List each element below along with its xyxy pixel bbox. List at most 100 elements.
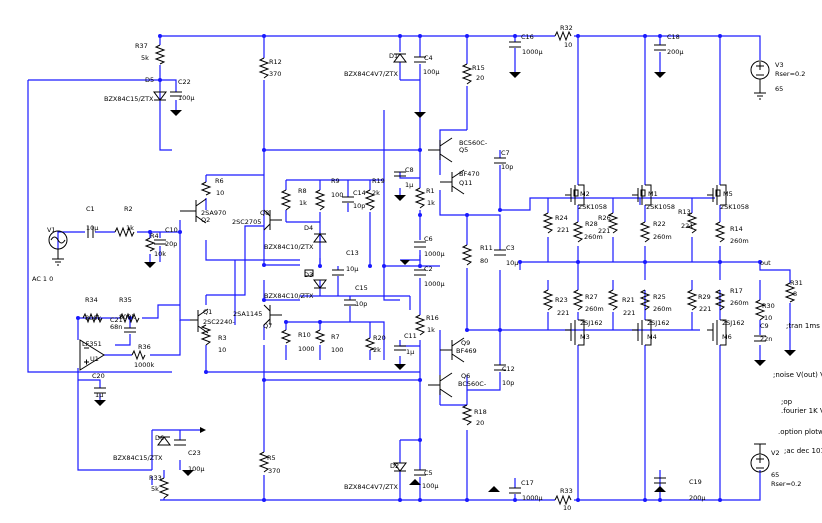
label-lf: LF351: [82, 340, 102, 348]
transistor-q6: [428, 372, 453, 398]
label-m5: M5: [723, 190, 733, 198]
capacitor-c16: [509, 41, 521, 48]
label-r32b: R33: [560, 487, 573, 495]
label-c6v: 1000µ: [424, 250, 445, 258]
label-q7: Q7: [263, 322, 272, 330]
label-c17v: 1000µ: [522, 494, 543, 502]
capacitor-c18: [654, 44, 666, 51]
label-r12: R12: [269, 58, 282, 66]
label-q11: Q11: [459, 179, 472, 187]
resistor-r25: [639, 289, 651, 311]
diode-d2: [393, 462, 407, 472]
label-r13: R13: [678, 208, 691, 216]
label-noise: ;noise V(out) V: [773, 371, 822, 379]
mosfet-m6: [707, 319, 727, 346]
label-c21: C21: [110, 316, 123, 324]
label-v3: V3: [775, 61, 784, 69]
label-r7: R7: [331, 333, 340, 341]
label-r37: R37: [135, 42, 148, 50]
capacitor-c21: [124, 327, 136, 333]
resistor-r6: [200, 181, 212, 196]
label-r16: R16: [426, 314, 439, 322]
mosfet-m3: [565, 319, 585, 346]
resistor-r35: [119, 312, 140, 324]
label-opt: .option plotwi: [778, 428, 822, 436]
resistor-r20: [364, 337, 376, 351]
resistor-r1: [414, 187, 426, 209]
label-c11v: 1µ: [406, 348, 414, 356]
label-m1: M1: [648, 190, 658, 198]
label-out: out: [760, 259, 771, 267]
label-c1v: 10µ: [86, 224, 98, 232]
capacitor-c23: [174, 439, 186, 446]
label-r17v: 260m: [730, 299, 749, 307]
label-c17: C17: [521, 479, 534, 487]
resistor-r36: [131, 349, 146, 361]
label-d1p: BZX84C4V7/ZTX: [344, 70, 399, 78]
label-c3: C3: [506, 244, 515, 252]
transistor-q8: [263, 209, 282, 231]
label-c10v: 20p: [165, 240, 177, 248]
label-r11v: 80: [480, 257, 488, 265]
opamp-u1: [79, 339, 105, 371]
label-q7p: 2SA1145: [233, 310, 262, 318]
resistor-r24: [542, 212, 554, 234]
resistor-r11: [461, 244, 473, 266]
source-v1: [48, 230, 68, 266]
label-r20v: 2k: [373, 346, 381, 354]
label-c12v: 10p: [502, 379, 514, 387]
label-r15: R15: [472, 64, 485, 72]
mosfet-m1: [632, 184, 652, 206]
diode-d5: [153, 91, 167, 101]
wire-network: [27, 35, 791, 501]
label-r33: R33: [149, 474, 162, 482]
label-r20: R20: [373, 334, 386, 342]
label-v2v: 65: [771, 471, 779, 479]
label-m1p: 2SK1058: [646, 203, 675, 211]
label-q9: Q9: [461, 339, 470, 347]
resistor-r30: [754, 299, 766, 321]
capacitors: [87, 41, 766, 494]
label-r22v: 260m: [653, 233, 672, 241]
resistor-r5: [258, 451, 270, 473]
diode-d3: [313, 279, 327, 289]
resistor-r27: [572, 289, 584, 311]
label-r28: R28: [585, 220, 598, 228]
label-q5: Q5: [459, 146, 468, 154]
label-r18: R18: [474, 408, 487, 416]
resistor-r7: [314, 329, 326, 344]
label-r27v: 260m: [585, 305, 604, 313]
label-d5: D5: [145, 76, 154, 84]
label-c20: C20: [92, 372, 105, 380]
label-c23v: 100µ: [188, 465, 205, 473]
label-d3: D3: [304, 271, 313, 279]
label-r21: R21: [622, 296, 635, 304]
label-q8p: 2SC2705: [232, 218, 261, 226]
transistors: [180, 137, 465, 398]
label-c22: C22: [178, 78, 191, 86]
label-r34v: 800k: [85, 314, 101, 322]
label-c5: C5: [424, 469, 433, 477]
label-c2v: 1000µ: [424, 280, 445, 288]
label-r19: R19: [372, 177, 385, 185]
label-c13v: 10µ: [346, 265, 358, 273]
label-c1: C1: [86, 205, 95, 213]
label-four: .fourier 1K V: [781, 407, 822, 415]
capacitor-c19: [654, 477, 666, 484]
label-q6p: BC560C-: [458, 380, 487, 388]
junction-dots: [76, 34, 762, 502]
label-r23v: 221: [557, 309, 569, 317]
label-r26: R26: [598, 214, 611, 222]
label-ac: AC 1 0: [32, 275, 53, 283]
label-d2p: BZX84C4V7/ZTX: [344, 483, 399, 491]
capacitor-c4: [414, 56, 426, 63]
label-r37v: 5k: [141, 54, 149, 62]
label-r24: R24: [555, 214, 568, 222]
transistor-q11: [440, 169, 465, 195]
label-c18: C18: [667, 33, 680, 41]
label-m6: M6: [722, 333, 732, 341]
label-r14v: 260m: [730, 237, 749, 245]
label-c16: C16: [521, 33, 534, 41]
resistor-r23: [542, 289, 554, 311]
